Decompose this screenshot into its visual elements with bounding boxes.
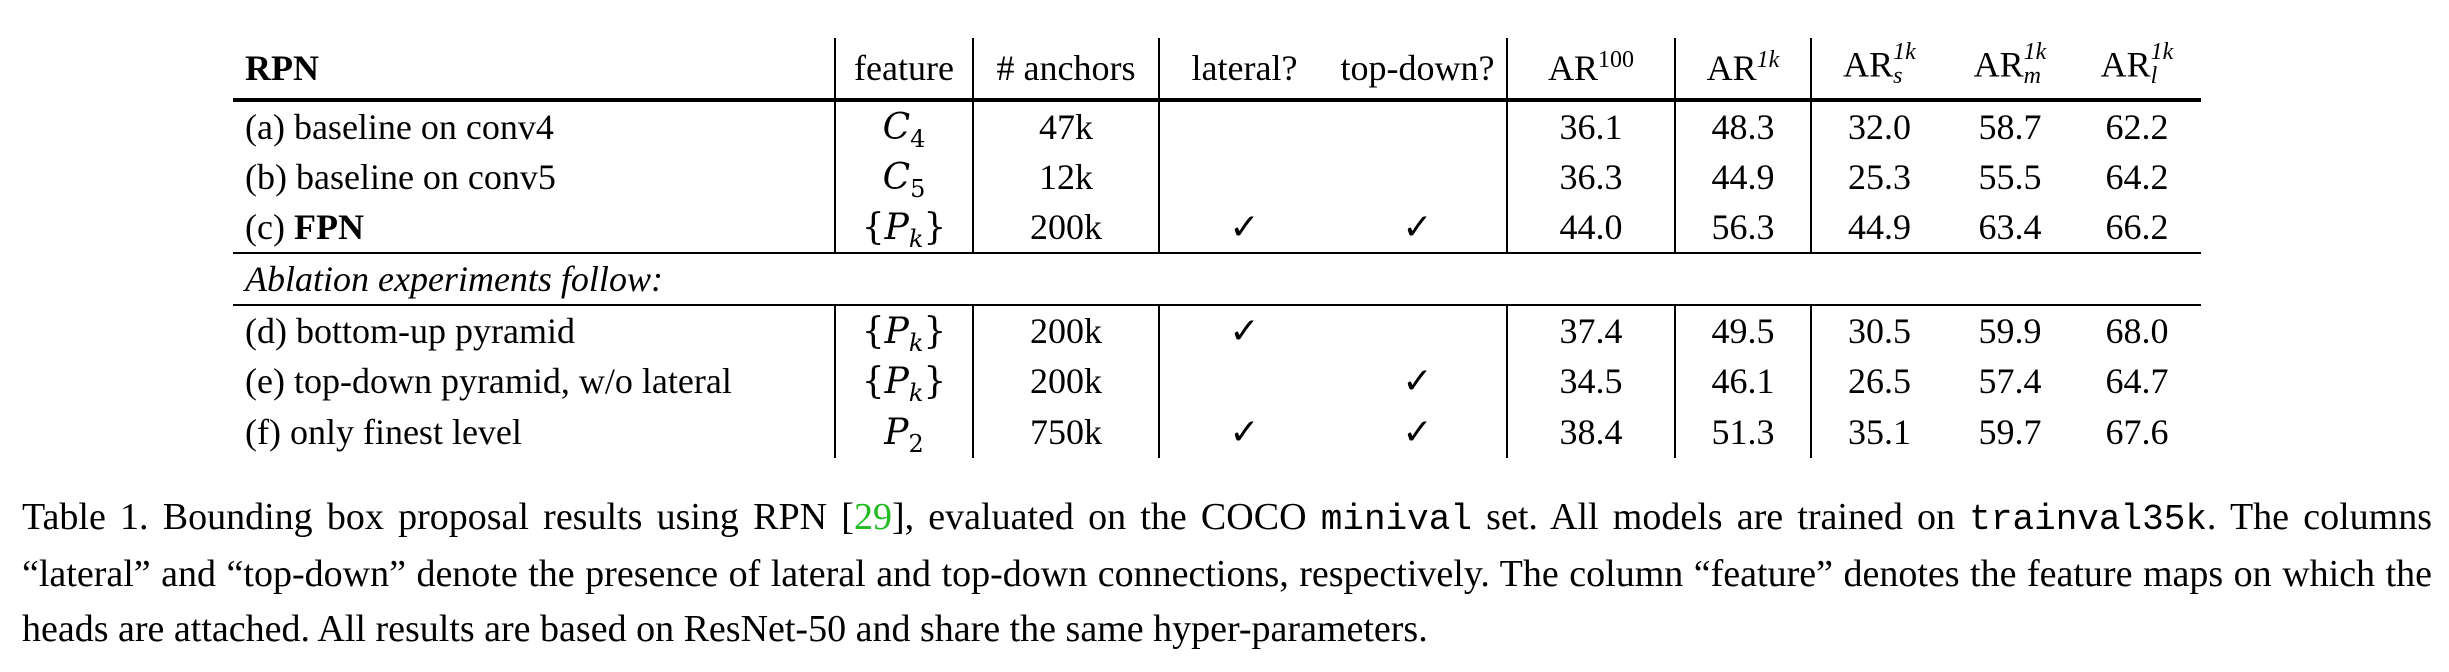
results-table-wrapper: RPN feature # anchors lateral? top-down?… [233,38,2201,458]
ar100-cell: 34.5 [1507,356,1676,406]
feature-cell: C4 [835,100,974,152]
header-ar1k: AR1k [1675,38,1812,102]
ar-large-cell: 64.2 [2105,157,2169,197]
anchors-cell: 200k [973,305,1160,356]
header-lateral: lateral? [1159,38,1329,102]
table-header-row: RPN feature # anchors lateral? top-down?… [233,38,2201,102]
feature-cell: {Pk} [835,305,974,356]
ar-medium-cell: 59.7 [1978,412,2042,452]
header-feature: feature [835,38,974,102]
row-label: (a) baseline on conv4 [233,100,836,152]
row-label: (c) FPN [233,202,836,254]
lateral-cell: ✓ [1229,311,1260,351]
ar1k-cell: 44.9 [1675,152,1812,202]
topdown-cell [1329,100,1508,152]
table-row: (e) top-down pyramid, w/o lateral {Pk} 2… [233,356,2201,406]
topdown-cell [1329,305,1508,356]
anchors-cell: 750k [973,406,1160,458]
topdown-cell: ✓ [1329,406,1508,458]
anchors-cell: 200k [973,356,1160,406]
header-ar100: AR100 [1507,38,1676,102]
lateral-cell [1159,152,1329,202]
ar-small-cell: 35.1 [1848,412,1911,452]
ar-medium-cell: 55.5 [1978,157,2042,197]
ar1k-cell: 49.5 [1675,305,1812,356]
table-row: (c) FPN {Pk} 200k ✓ ✓ 44.0 56.3 44.9 63.… [233,202,2201,254]
ar-small-cell: 30.5 [1848,311,1911,351]
topdown-cell: ✓ [1329,202,1508,254]
ar1k-cell: 46.1 [1675,356,1812,406]
ar-large-cell: 66.2 [2073,202,2201,254]
header-anchors: # anchors [973,38,1160,102]
topdown-cell: ✓ [1329,356,1508,406]
feature-cell: {Pk} [835,202,974,254]
ar-small-cell: 25.3 [1848,157,1911,197]
row-label: (b) baseline on conv5 [233,152,836,202]
row-label: (f) only finest level [233,406,836,458]
header-topdown: top-down? [1329,38,1508,102]
ar100-cell: 36.1 [1507,100,1676,152]
ar-large-cell: 67.6 [2105,412,2169,452]
ar-small-cell: 32.0 [1848,107,1911,147]
table-row: (d) bottom-up pyramid {Pk} 200k ✓ 37.4 4… [233,305,2201,356]
ar-medium-cell: 63.4 [1947,202,2073,254]
ablation-label: Ablation experiments follow: [233,253,2201,306]
feature-cell: C5 [835,152,974,202]
table-row: (b) baseline on conv5 C5 12k 36.3 44.9 2… [233,152,2201,202]
ar-large-cell: 64.7 [2105,361,2169,401]
citation-link[interactable]: 29 [853,496,892,538]
ar100-cell: 38.4 [1507,406,1676,458]
ar1k-cell: 56.3 [1675,202,1812,254]
ar-medium-cell: 58.7 [1978,107,2042,147]
row-label: (d) bottom-up pyramid [233,305,836,356]
topdown-cell [1329,152,1508,202]
anchors-cell: 12k [973,152,1160,202]
ar1k-cell: 48.3 [1675,100,1812,152]
results-table: RPN feature # anchors lateral? top-down?… [233,38,2201,458]
table-row: (a) baseline on conv4 C4 47k 36.1 48.3 3… [233,100,2201,152]
ar-large-cell: 68.0 [2105,311,2169,351]
lateral-cell: ✓ [1229,412,1260,452]
table-caption: Table 1. Bounding box proposal results u… [22,496,2433,650]
lateral-cell [1159,356,1329,406]
ar-medium-cell: 59.9 [1978,311,2042,351]
feature-cell: P2 [835,406,974,458]
lateral-cell [1159,100,1329,152]
feature-cell: {Pk} [835,356,974,406]
ar-medium-cell: 57.4 [1978,361,2042,401]
ar100-cell: 37.4 [1507,305,1676,356]
lateral-cell: ✓ [1159,202,1329,254]
ar-small-cell: 26.5 [1848,361,1911,401]
anchors-cell: 47k [973,100,1160,152]
table-row: (f) only finest level P2 750k ✓ ✓ 38.4 5… [233,406,2201,458]
ar100-cell: 44.0 [1507,202,1676,254]
ar1k-cell: 51.3 [1675,406,1812,458]
header-rpn: RPN [233,38,836,102]
ar100-cell: 36.3 [1507,152,1676,202]
ar-large-cell: 62.2 [2105,107,2169,147]
ablation-header-row: Ablation experiments follow: [233,253,2201,306]
row-label: (e) top-down pyramid, w/o lateral [233,356,836,406]
ar-small-cell: 44.9 [1811,202,1947,254]
anchors-cell: 200k [973,202,1160,254]
